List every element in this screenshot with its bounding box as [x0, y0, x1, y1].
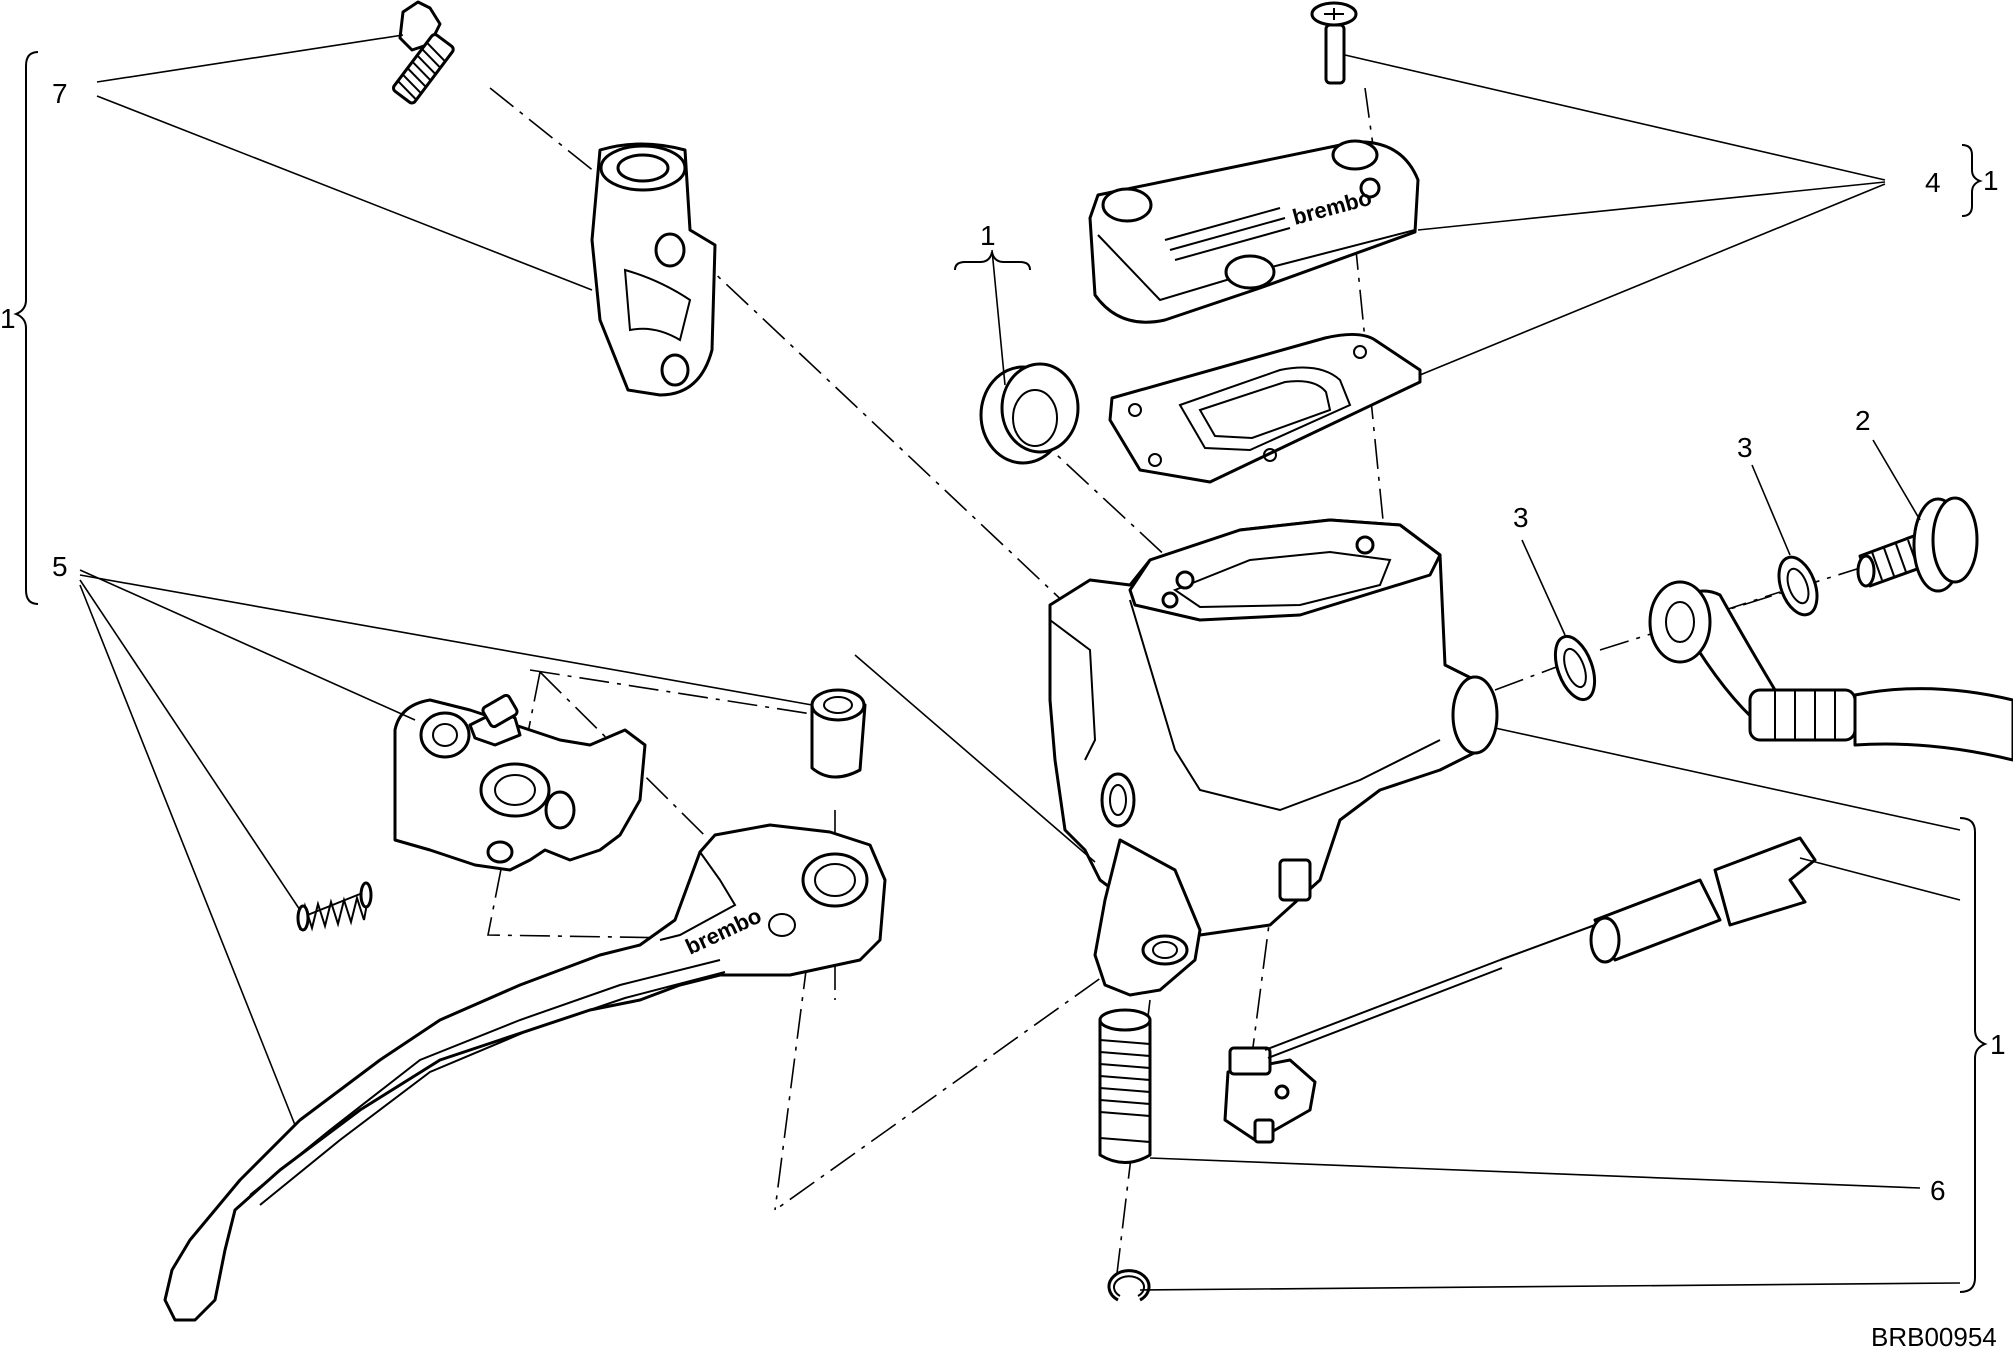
hose-fitting-part	[1648, 580, 2013, 762]
reservoir-cap-part: brembo	[1088, 139, 1420, 324]
callout-1-left-group: 1	[0, 303, 16, 334]
callout-1-cap-group: 1	[1983, 165, 1999, 196]
callout-3-lower: 3	[1513, 502, 1529, 533]
callout-4: 4	[1925, 167, 1941, 198]
lever-adjuster-block-part	[393, 693, 647, 872]
callout-7: 7	[52, 78, 68, 109]
callout-1-right-group: 1	[1990, 1029, 2006, 1060]
circlip-part	[1107, 1269, 1151, 1302]
drawing-code: BRB00954	[1871, 1322, 1997, 1352]
clutch-lever-part: brembo	[163, 823, 887, 1322]
callout-3-upper: 3	[1737, 432, 1753, 463]
lever-bushing-part	[810, 688, 867, 779]
lever-spring-part	[296, 881, 373, 932]
sealing-washer-upper-part	[1777, 555, 1819, 617]
handlebar-clamp-part	[590, 142, 717, 397]
callout-1-grommet: 1	[980, 220, 996, 251]
sealing-washer-lower-part	[1553, 634, 1597, 702]
banjo-bolt-part	[1856, 496, 1979, 593]
grommet-part	[979, 362, 1080, 465]
callout-5: 5	[52, 551, 68, 582]
callout-leader-lines	[79, 34, 1961, 1291]
clamp-screw-part	[392, 0, 455, 105]
grouping-braces	[13, 51, 1988, 1293]
callout-6: 6	[1930, 1175, 1946, 1206]
master-cylinder-body-part	[1048, 518, 1499, 997]
clutch-switch-part	[1223, 836, 1817, 1144]
diaphragm-gasket-part	[1108, 333, 1422, 484]
callout-2: 2	[1855, 405, 1871, 436]
lever-pivot-pin-part	[1098, 1008, 1152, 1164]
callout-numbers: 1 7 5 1 4 1 2 3 3 1 6	[0, 78, 2006, 1206]
cap-screw-part	[1310, 1, 1358, 85]
